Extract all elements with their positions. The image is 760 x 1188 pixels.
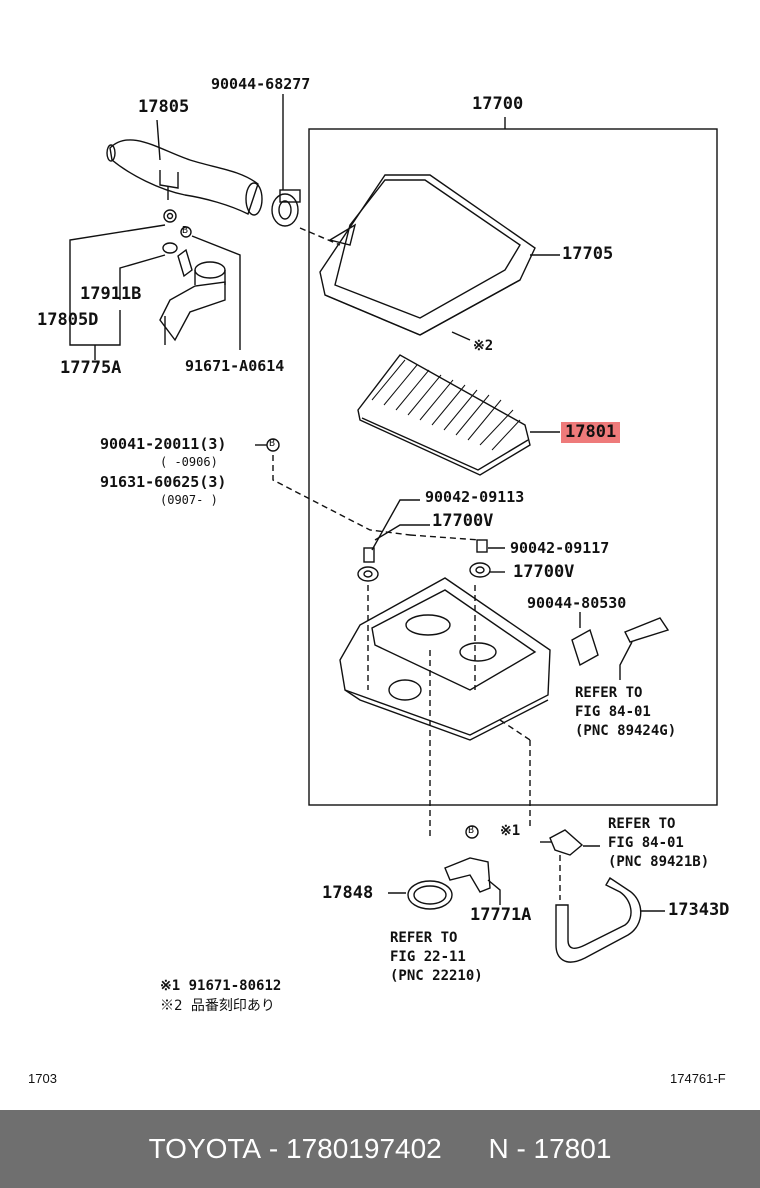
air-cleaner-case-lower [339, 577, 551, 840]
mark-1: ※1 [500, 823, 521, 839]
b-mark-circle [180, 226, 192, 238]
refer-fig-84-01-b-line2: FIG 84-01 [608, 835, 684, 851]
refer-fig-22-11-line2: FIG 22-11 [390, 949, 466, 965]
label-91631-60625: 91631-60625(3) [100, 473, 227, 491]
hose-clamp-90044-68277 [271, 94, 301, 227]
label-90044-68277: 90044-68277 [211, 75, 311, 93]
label-17705: 17705 [562, 244, 614, 264]
label-17343D: 17343D [668, 900, 730, 920]
exploded-view-drawing [69, 94, 718, 963]
label-17805D: 17805D [37, 310, 99, 330]
label-90041-range: ( -0906) [160, 455, 218, 469]
mark-2: ※2 [473, 338, 494, 354]
footer-part-number: 1780197402 [286, 1133, 442, 1164]
refer-fig-84-01-b-line3: (PNC 89421B) [608, 854, 710, 870]
label-91631-range: (0907- ) [160, 493, 218, 507]
footer-gap [442, 1133, 489, 1165]
label-90044-80530: 90044-80530 [527, 594, 627, 612]
label-17700V-top: 17700V [432, 511, 494, 531]
footer-pnc: N - 17801 [488, 1133, 612, 1164]
filter-element-17801 [357, 354, 560, 476]
air-cleaner-cover-17705 [299, 174, 560, 341]
bracket-17771A [444, 825, 501, 905]
figure-number-right: 174761-F [670, 1071, 726, 1086]
b-mark-mid: B [269, 438, 276, 449]
label-17911B: 17911B [80, 284, 142, 304]
footnote-2: ※2 品番刻印あり [160, 998, 275, 1014]
sensor-connector [540, 829, 600, 900]
label-91671-A0614: 91671-A0614 [185, 357, 285, 375]
b-mark-bottom: B [468, 825, 475, 836]
footer-sep-1: - [261, 1133, 287, 1164]
label-17848: 17848 [322, 883, 374, 903]
label-90042-09113: 90042-09113 [425, 488, 525, 506]
label-17700: 17700 [472, 94, 524, 114]
footer-brand: TOYOTA [148, 1133, 262, 1164]
label-90041-20011: 90041-20011(3) [100, 435, 227, 453]
label-17775A: 17775A [60, 358, 122, 378]
bolt-90044-80530 [571, 612, 670, 680]
hose-17343D [555, 877, 665, 963]
label-17700V-bottom: 17700V [513, 562, 575, 582]
footnote-1: ※1 91671-80612 [160, 978, 282, 994]
grommet-17700V-right [469, 539, 491, 578]
label-17771A: 17771A [470, 905, 532, 925]
b-mark-top: B [182, 225, 189, 236]
label-17805: 17805 [138, 97, 190, 117]
refer-fig-84-01-b-line1: REFER TO [608, 816, 676, 832]
refer-fig-22-11-line1: REFER TO [390, 930, 458, 946]
refer-fig-22-11-line3: (PNC 22210) [390, 968, 483, 984]
label-90042-09117: 90042-09117 [510, 539, 610, 557]
refer-fig-84-01-a-line3: (PNC 89424G) [575, 723, 677, 739]
refer-fig-84-01-a-line1: REFER TO [575, 685, 643, 701]
o-ring-17848 [407, 880, 453, 910]
assembly-frame [308, 128, 718, 806]
parts-diagram: 17805 90044-68277 17700 17705 17911B 178… [28, 75, 730, 1086]
intake-hose-17805 [106, 119, 263, 216]
label-17801-highlighted: 17801 [561, 422, 621, 443]
refer-fig-84-01-a-line2: FIG 84-01 [575, 704, 651, 720]
part-info-footer: TOYOTA - 1780197402 N - 17801 [0, 1110, 760, 1188]
grommet-17700V-left [357, 547, 379, 582]
figure-number-left: 1703 [28, 1071, 57, 1086]
bracket-91671-A0614 [159, 261, 226, 345]
